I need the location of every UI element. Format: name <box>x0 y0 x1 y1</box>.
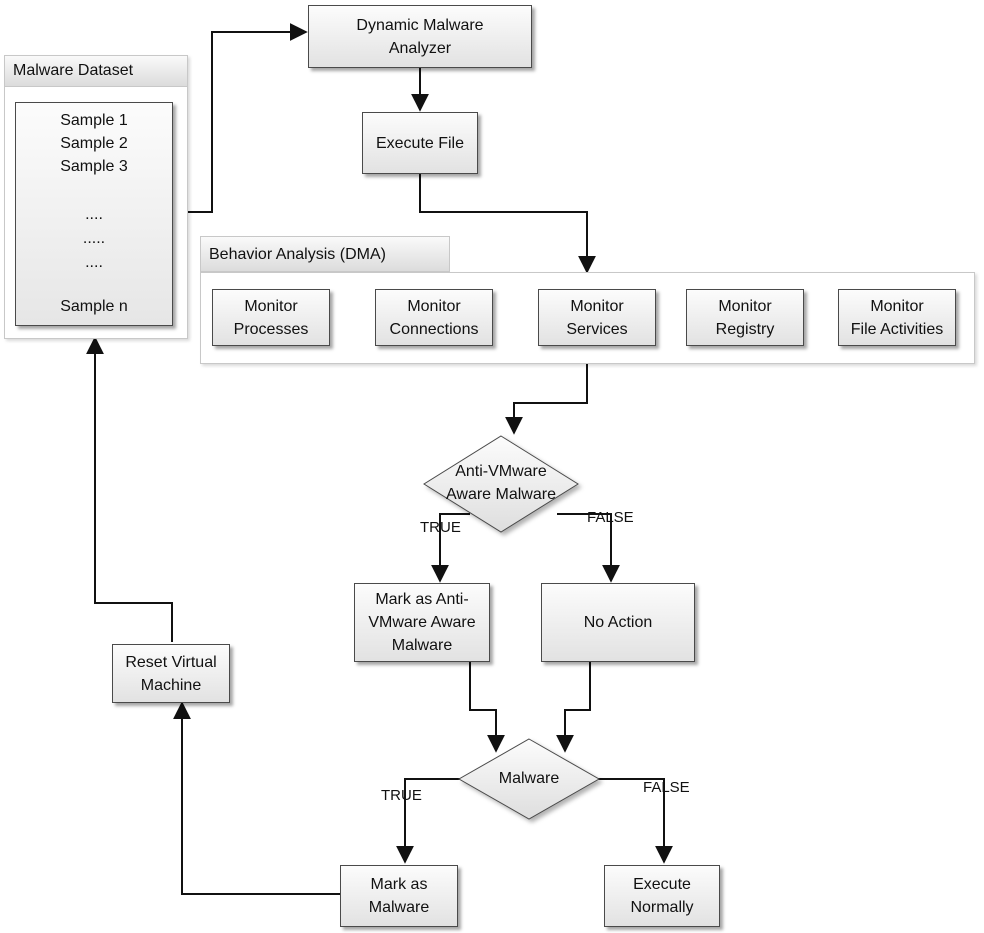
arrow-antivm-true <box>431 513 470 583</box>
arrow-antivm-false <box>557 513 620 583</box>
arrow-markantivm-to-malware <box>469 662 505 753</box>
list-item: Sample 2 <box>60 135 128 152</box>
list-item: Sample 1 <box>60 112 128 129</box>
arrow-noaction-to-malware <box>556 662 591 753</box>
behavior-title: Behavior Analysis (DMA) <box>200 236 450 272</box>
monitor-services-box: Monitor Services <box>538 289 656 346</box>
mark-antivm-label: Mark as Anti- VMware Aware Malware <box>368 591 476 654</box>
arrow-dataset-to-analyzer <box>172 23 308 213</box>
list-item: Sample n <box>60 298 128 315</box>
execute-file-box: Execute File <box>362 112 478 174</box>
decision-malware-label: Malware <box>498 770 560 787</box>
mark-malware-box: Mark as Malware <box>340 865 458 927</box>
malware-true-label: TRUE <box>381 787 422 804</box>
arrow-markmalware-to-reset <box>173 701 340 895</box>
no-action-label: No Action <box>583 614 653 631</box>
execute-file-label: Execute File <box>375 134 465 152</box>
monitor-label: Monitor Processes <box>233 297 309 338</box>
arrow-reset-to-dataset <box>86 336 173 642</box>
list-item: Sample 3 <box>60 158 128 175</box>
decision-antivm-diamond <box>423 435 579 533</box>
no-action-box: No Action <box>541 583 695 662</box>
mark-malware-label: Mark as Malware <box>368 876 430 916</box>
execute-normally-box: Execute Normally <box>604 865 720 927</box>
mark-antivm-box: Mark as Anti- VMware Aware Malware <box>354 583 490 662</box>
dataset-title: Malware Dataset <box>4 55 188 87</box>
reset-vm-label: Reset Virtual Machine <box>125 653 217 694</box>
arrow-execute-to-behavior <box>419 174 596 274</box>
monitor-label: Monitor Registry <box>715 297 775 338</box>
list-item: .... <box>85 206 103 223</box>
monitor-label: Monitor Connections <box>389 297 479 338</box>
list-item: ..... <box>82 230 106 247</box>
arrow-malware-true <box>396 778 462 864</box>
decision-malware-diamond <box>457 738 601 820</box>
antivm-true-label: TRUE <box>420 519 461 536</box>
monitor-label: Monitor File Activities <box>850 297 944 338</box>
execute-normally-label: Execute Normally <box>630 876 694 916</box>
monitor-processes-box: Monitor Processes <box>212 289 330 346</box>
malware-false-label: FALSE <box>643 779 690 796</box>
antivm-false-label: FALSE <box>587 509 634 526</box>
reset-vm-box: Reset Virtual Machine <box>112 644 230 703</box>
analyzer-box: Dynamic Malware Analyzer <box>308 5 532 68</box>
analyzer-label: Dynamic Malware Analyzer <box>356 16 484 57</box>
monitor-file-activities-box: Monitor File Activities <box>838 289 956 346</box>
list-item: .... <box>85 254 103 271</box>
monitor-connections-box: Monitor Connections <box>375 289 493 346</box>
monitor-registry-box: Monitor Registry <box>686 289 804 346</box>
decision-antivm-label: Anti-VMware Aware Malware <box>446 463 556 503</box>
arrow-malware-false <box>597 778 673 864</box>
monitor-label: Monitor Services <box>566 297 628 338</box>
arrow-behavior-to-antivm <box>505 364 588 435</box>
sample-list: Sample 1 Sample 2 Sample 3 .... ..... ..… <box>15 102 173 326</box>
